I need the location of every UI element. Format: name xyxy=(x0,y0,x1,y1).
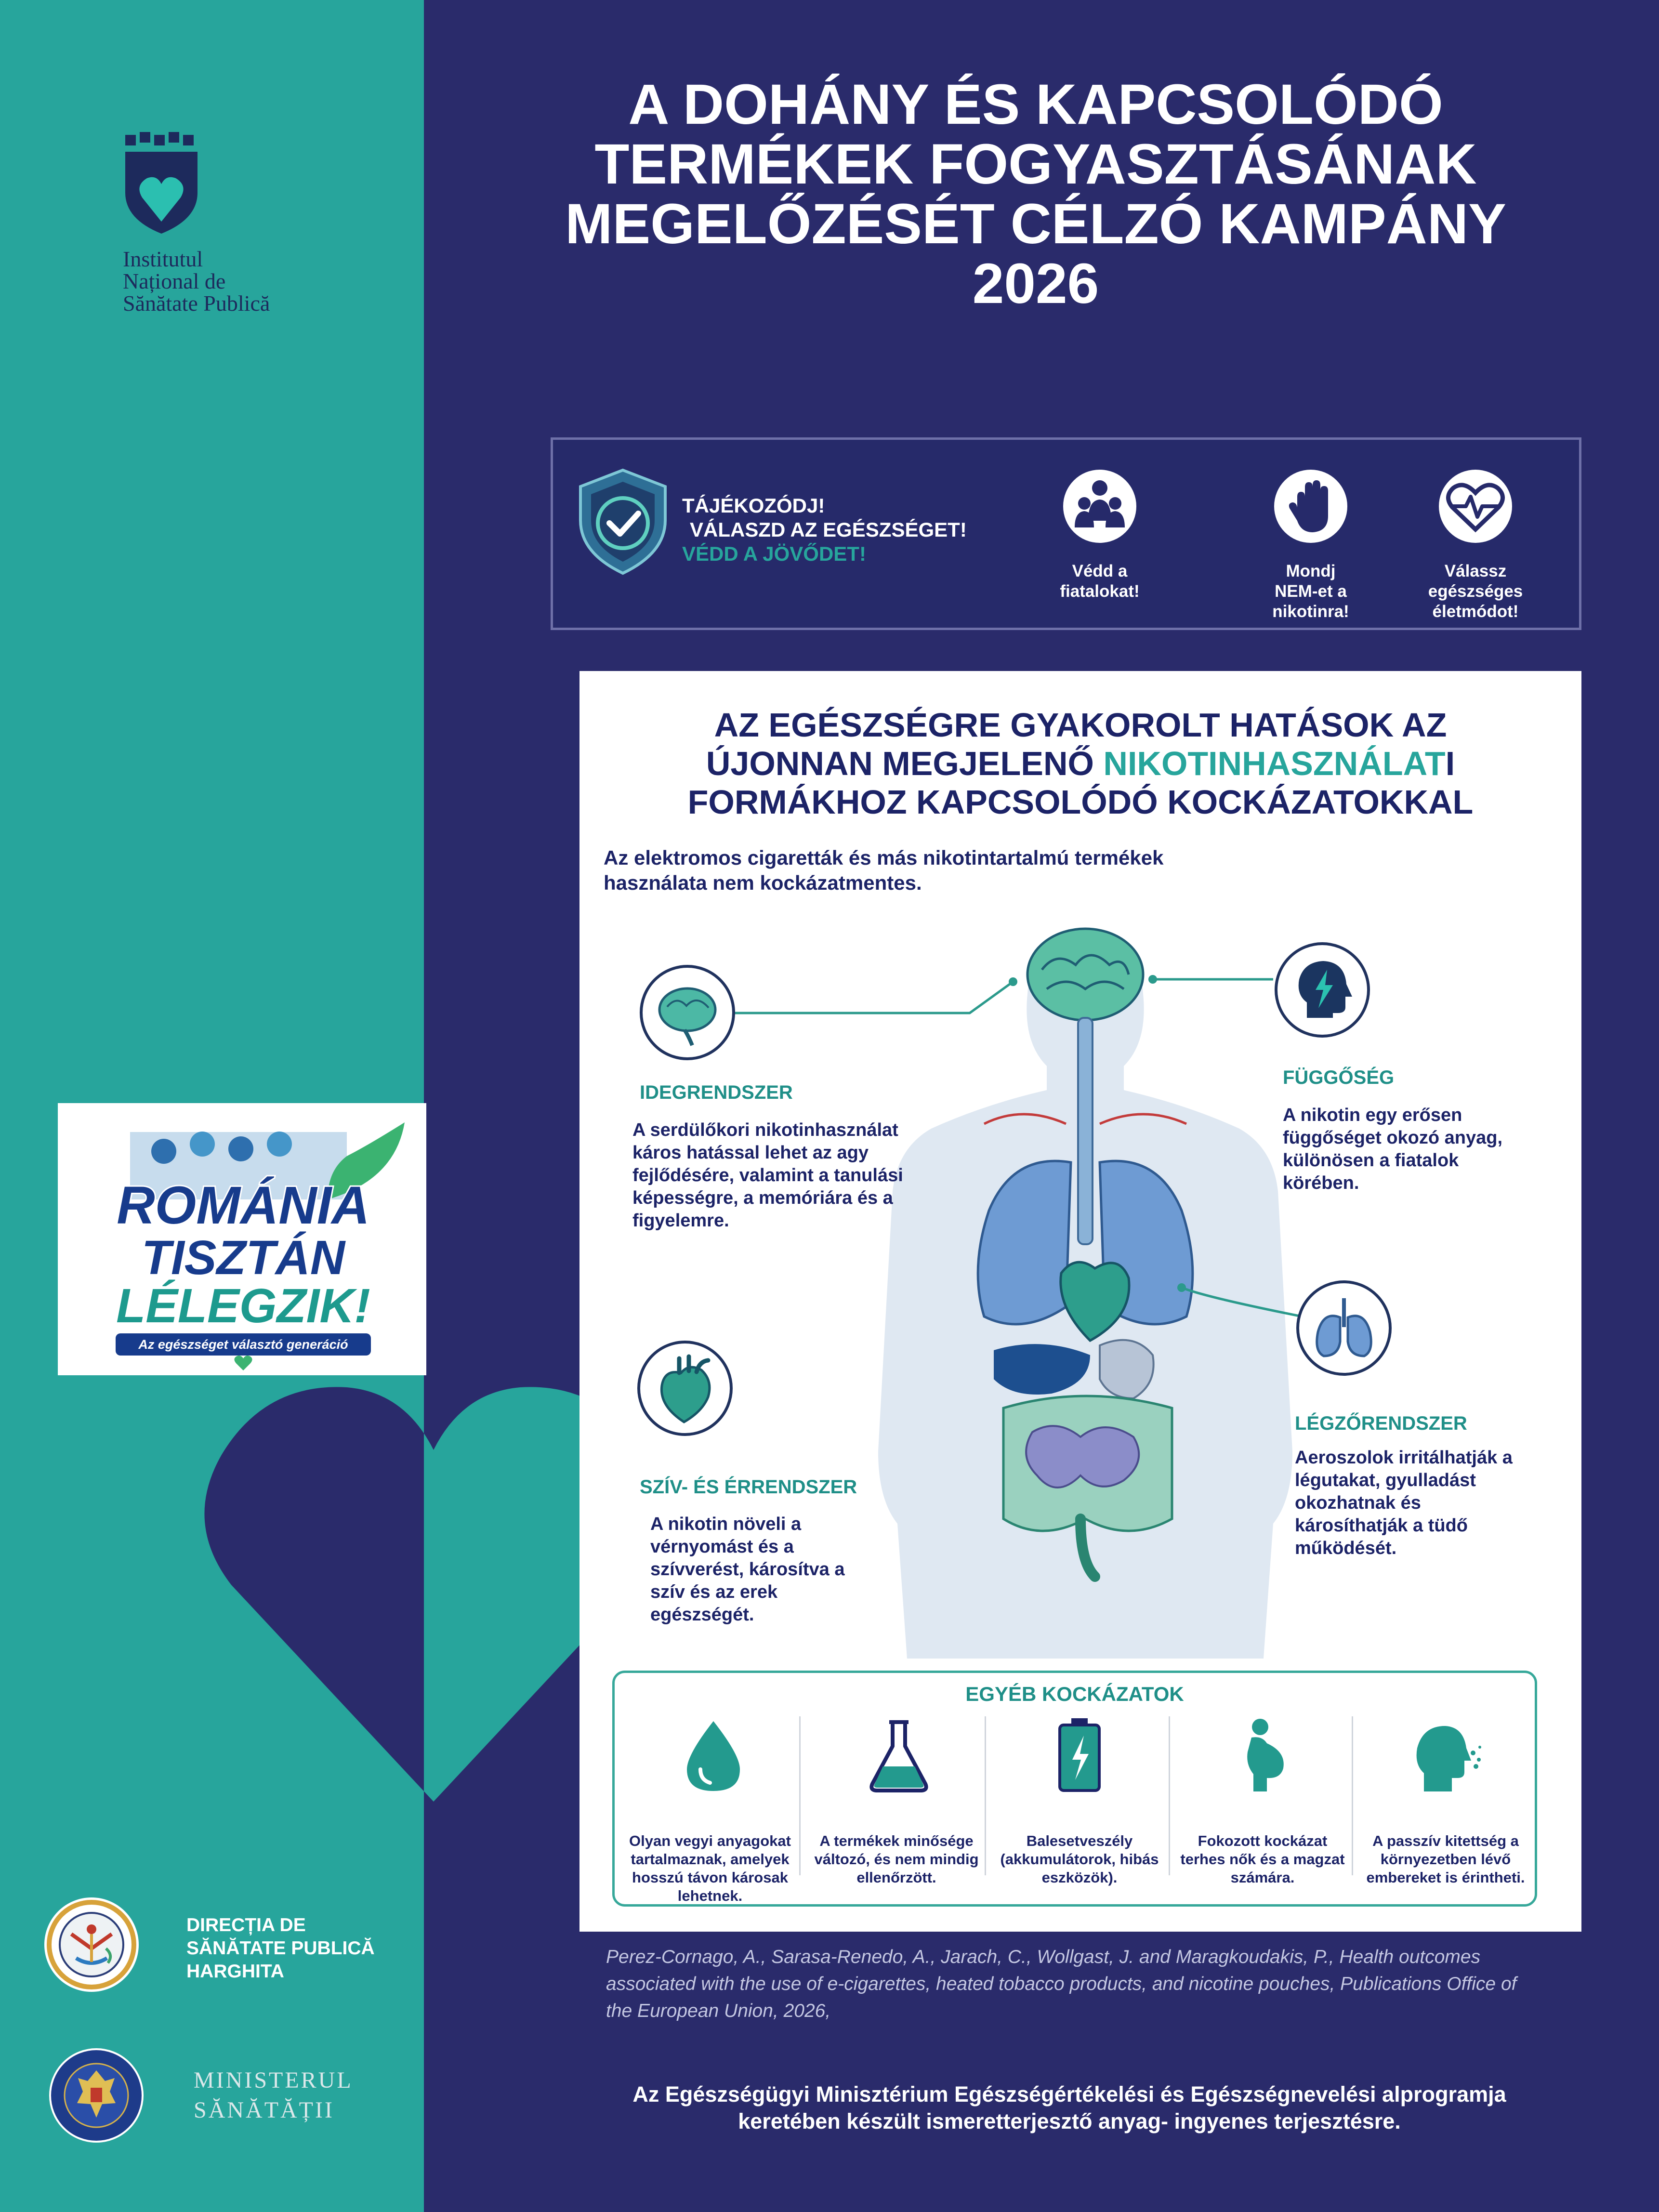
banner-slogan: TÁJÉKOZÓDJ! VÁLASZD AZ EGÉSZSÉGET! VÉDD … xyxy=(682,494,967,565)
campaign-line-1: ROMÁNIA xyxy=(117,1176,370,1235)
campaign-line-2: TISZTÁN xyxy=(142,1231,346,1285)
government-seal-icon xyxy=(49,2048,144,2143)
citation: Perez-Cornago, A., Sarasa-Renedo, A., Ja… xyxy=(606,1947,1517,2021)
campaign-badge-graphic: ROMÁNIA TISZTÁN LÉLEGZIK! Az egészséget … xyxy=(115,1122,405,1370)
section-text-addiction: A nikotin egy erősen függőséget okozó an… xyxy=(1283,1105,1503,1193)
other-risk-text-chemicals: Olyan vegyi anyagokat tartalmaznak, amel… xyxy=(629,1832,791,1904)
lungs-icon xyxy=(1296,1280,1392,1376)
banner-caption-protect-youth: Védd a fiatalokat! xyxy=(1060,562,1140,601)
divider xyxy=(1352,1716,1353,1875)
dsp-logo-icon xyxy=(44,1897,139,1992)
dsp-name: DIRECȚIA DE SĂNĂTATE PUBLICĂ HARGHITA xyxy=(186,1915,375,1982)
pregnant-icon xyxy=(1247,1719,1284,1791)
divider xyxy=(799,1716,801,1875)
institute-logo-icon xyxy=(125,132,198,234)
heartbeat-icon xyxy=(1439,470,1512,543)
banner-caption-healthy-life: Válassz egészséges életmódot! xyxy=(1428,562,1523,621)
footer-note: Az Egészségügyi Minisztérium Egészségért… xyxy=(632,2082,1506,2133)
slogan-banner: TÁJÉKOZÓDJ! VÁLASZD AZ EGÉSZSÉGET! VÉDD … xyxy=(551,437,1581,630)
head-bolt-icon xyxy=(1275,942,1370,1038)
human-body-illustration xyxy=(878,927,1292,1659)
other-risk-text-pregnancy: Fokozott kockázat terhes nők és a magzat… xyxy=(1180,1832,1345,1886)
other-risk-text-quality: A termékek minősége változó, és nem mind… xyxy=(814,1832,979,1886)
stop-hand-icon xyxy=(1274,470,1347,543)
passive-smoke-icon xyxy=(1416,1726,1481,1791)
divider xyxy=(985,1716,986,1875)
family-icon xyxy=(1063,470,1136,543)
section-heading-nervous-system: IDEGRENDSZER xyxy=(640,1082,793,1103)
health-effects-panel: AZ EGÉSZSÉGRE GYAKOROLT HATÁSOK AZ ÚJONN… xyxy=(579,671,1581,1932)
campaign-tagline: Az egészséget választó generáció xyxy=(138,1337,348,1352)
ministry-name: MINISTERUL SĂNĂTĂȚII xyxy=(194,2067,353,2123)
other-risk-text-passive: A passzív kitettség a környezetben lévő … xyxy=(1366,1832,1525,1886)
section-text-cardiovascular: A nikotin növeli a vérnyomást és a szívv… xyxy=(650,1514,845,1625)
heart-organ-icon xyxy=(637,1341,733,1436)
institute-name: Institutul Național de Sănătate Publică xyxy=(123,247,270,316)
panel-title: AZ EGÉSZSÉGRE GYAKOROLT HATÁSOK AZ ÚJONN… xyxy=(687,706,1474,821)
campaign-line-3: LÉLEGZIK! xyxy=(116,1279,370,1333)
other-risks-heading: EGYÉB KOCKÁZATOK xyxy=(965,1683,1184,1705)
section-text-respiratory: Aeroszolok irritálhatják a légutakat, gy… xyxy=(1295,1448,1513,1558)
section-heading-respiratory: LÉGZŐRENDSZER xyxy=(1295,1413,1467,1434)
brain-icon xyxy=(640,965,735,1060)
battery-icon xyxy=(1058,1718,1101,1792)
section-heading-cardiovascular: SZÍV- ÉS ÉRRENDSZER xyxy=(640,1476,857,1498)
other-risks-box: EGYÉB KOCKÁZATOK Olyan vegyi anyagokat t… xyxy=(612,1671,1537,1907)
drop-icon xyxy=(687,1721,740,1791)
banner-caption-say-no: Mondj NEM-et a nikotinra! xyxy=(1272,562,1349,621)
divider xyxy=(1169,1716,1170,1875)
section-heading-addiction: FÜGGŐSÉG xyxy=(1283,1067,1395,1088)
campaign-badge: ROMÁNIA TISZTÁN LÉLEGZIK! Az egészséget … xyxy=(58,1103,426,1375)
panel-subtitle: Az elektromos cigaretták és más nikotint… xyxy=(604,846,1164,894)
section-text-nervous-system: A serdülőkori nikotinhasználat káros hat… xyxy=(632,1120,903,1231)
flask-icon xyxy=(869,1720,928,1792)
other-risk-text-accidents: Balesetveszély (akkumulátorok, hibás esz… xyxy=(1000,1832,1159,1886)
shield-check-icon xyxy=(579,468,667,575)
page-title: A DOHÁNY ÉS KAPCSOLÓDÓ TERMÉKEK FOGYASZT… xyxy=(565,73,1506,316)
